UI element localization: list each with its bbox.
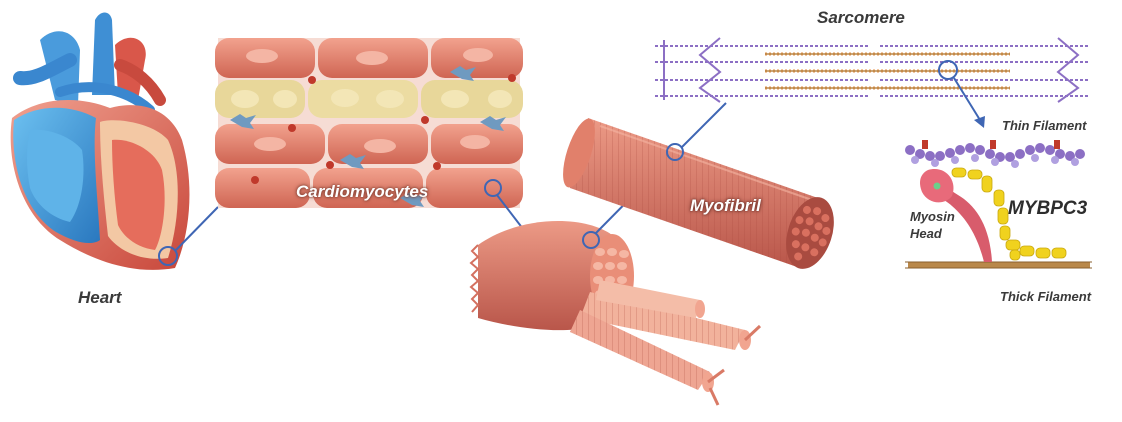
sarcomere-diagram — [655, 38, 1090, 102]
cardiomyocytes-label: Cardiomyocytes — [296, 182, 428, 202]
thick-filament-label: Thick Filament — [1000, 289, 1091, 304]
connector-line — [682, 103, 726, 147]
sarcomere-label: Sarcomere — [817, 8, 905, 28]
heart-illustration — [11, 13, 190, 270]
connector-arrow — [954, 78, 980, 120]
thin-filament-label: Thin Filament — [1002, 118, 1087, 133]
heart-label: Heart — [78, 288, 121, 308]
myosin-head-label: Myosin Head — [910, 208, 970, 242]
muscle-fiber-bundle — [471, 221, 760, 405]
myofibril-label: Myofibril — [690, 196, 761, 216]
mybpc3-label: MYBPC3 — [1008, 198, 1087, 220]
